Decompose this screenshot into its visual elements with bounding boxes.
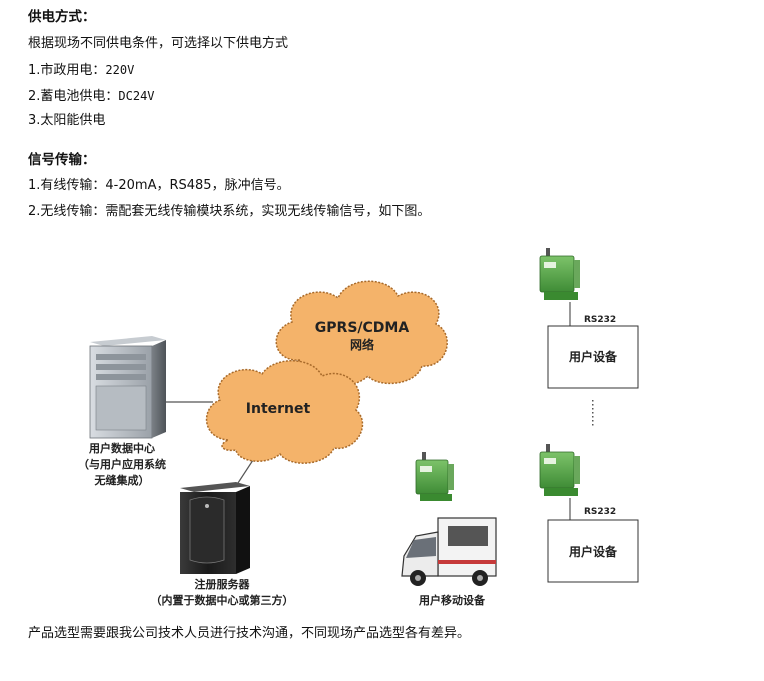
datacenter-label-1: 用户数据中心 xyxy=(89,441,155,455)
line-internet-server xyxy=(235,456,256,487)
power-item-label: 3.太阳能供电 xyxy=(28,113,106,128)
power-item-label: 1.市政用电： xyxy=(28,63,106,78)
datacenter-server-icon xyxy=(89,336,166,439)
power-item-3: 3.太阳能供电 xyxy=(28,113,105,129)
signal-item-2: 2.无线传输：需配套无线传输模块系统，实现无线传输信号，如下图。 xyxy=(28,204,430,220)
user-device-box-top xyxy=(547,325,639,389)
gprs-sub-label: 网络 xyxy=(350,337,374,352)
user-device-label-top: 用户设备 xyxy=(568,349,618,364)
power-item-value: 220V xyxy=(105,63,135,77)
gprs-label: GPRS/CDMA xyxy=(315,320,410,336)
connection-lines xyxy=(165,302,571,520)
power-item-2: 2.蓄电池供电：DC24V xyxy=(28,88,155,105)
signal-item-label: 2.无线传输： xyxy=(28,204,106,219)
signal-heading: 信号传输： xyxy=(28,152,96,168)
internet-label: Internet xyxy=(246,401,311,417)
signal-item-1: 1.有线传输：4-20mA，RS485，脉冲信号。 xyxy=(28,178,290,194)
power-heading: 供电方式： xyxy=(28,9,96,25)
ellipsis-dots xyxy=(592,400,594,426)
datacenter-label-2: （与用户应用系统 xyxy=(78,457,166,471)
wireless-module-icon xyxy=(415,452,454,501)
gprs-cloud: GPRS/CDMA 网络 xyxy=(275,280,448,387)
user-device-box-bottom xyxy=(547,519,639,583)
footer-note: 产品选型需要跟我公司技术人员进行技术沟通，不同现场产品选型各有差异。 xyxy=(28,626,471,641)
power-intro: 根据现场不同供电条件，可选择以下供电方式 xyxy=(28,36,289,51)
server-label-1: 注册服务器 xyxy=(195,577,251,591)
mobile-label: 用户移动设备 xyxy=(419,593,486,607)
internet-cloud: Internet xyxy=(205,360,364,464)
registration-server-icon xyxy=(180,482,250,574)
signal-item-value: 需配套无线传输模块系统，实现无线传输信号，如下图。 xyxy=(105,204,431,219)
power-item-1: 1.市政用电：220V xyxy=(28,62,134,79)
ambulance-icon xyxy=(401,517,497,586)
power-item-label: 2.蓄电池供电： xyxy=(28,89,119,104)
signal-item-label: 1.有线传输： xyxy=(28,178,106,193)
user-device-label-bottom: 用户设备 xyxy=(568,544,618,559)
rs232-label-bottom: RS232 xyxy=(584,507,616,517)
wireless-module-icon xyxy=(539,248,580,300)
server-label-2: （内置于数据中心或第三方） xyxy=(151,593,294,607)
wireless-module-icon xyxy=(539,444,580,496)
power-item-value: DC24V xyxy=(118,89,155,103)
datacenter-label-3: 无缝集成） xyxy=(94,473,150,487)
rs232-label-top: RS232 xyxy=(584,315,616,325)
signal-item-value: 4-20mA，RS485，脉冲信号。 xyxy=(105,178,290,193)
